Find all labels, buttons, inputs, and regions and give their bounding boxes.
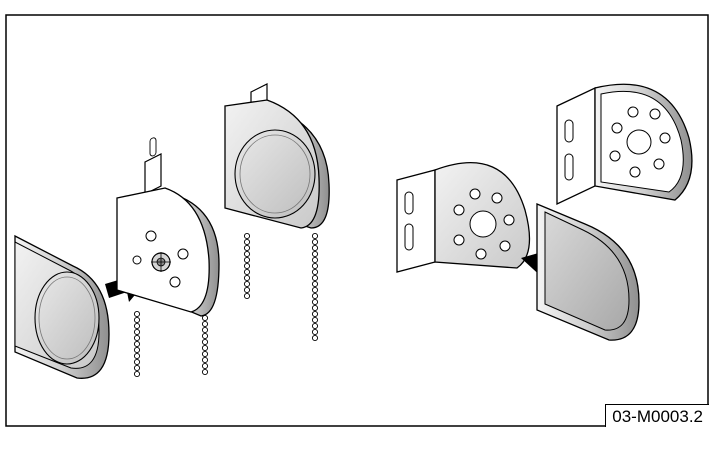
figure-frame: 03-M0003.2 (5, 14, 709, 427)
end-cap-disc (34, 271, 100, 365)
mounting-bracket-assembled (556, 83, 693, 206)
mounting-bracket-left (396, 162, 531, 273)
ball-chain-left (133, 308, 209, 378)
figure-code-label: 03-M0003.2 (605, 404, 709, 427)
clutch-mechanism (116, 137, 220, 317)
left-end-cap (14, 234, 110, 379)
bracket-cover (536, 203, 640, 341)
assembled-cover-disc (234, 129, 316, 219)
assembled-clutch (224, 83, 330, 342)
frame-border (5, 14, 709, 427)
assembly-illustration (5, 14, 709, 427)
